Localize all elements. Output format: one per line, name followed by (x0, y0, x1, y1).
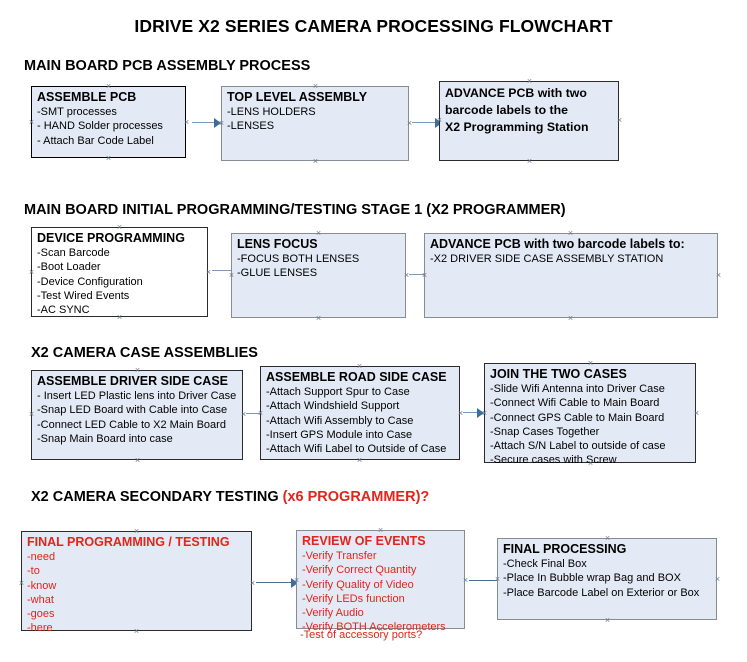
node-title: FINAL PROGRAMMING / TESTING (27, 535, 230, 549)
node-line: -goes (27, 608, 55, 621)
node-line: -Place In Bubble wrap Bag and BOX (503, 572, 681, 585)
node-line: - Attach Bar Code Label (37, 134, 154, 147)
node-line: -FOCUS BOTH LENSES (237, 253, 360, 265)
node-line: -LENSES (227, 120, 275, 133)
node-device-programming[interactable]: DEVICE PROGRAMMING -Scan Barcode -Boot L… (31, 227, 208, 317)
node-line: -to (27, 565, 40, 578)
node-title: ADVANCE PCB with two barcode labels to: (430, 237, 685, 251)
node-line: -Insert GPS Module into Case (266, 428, 413, 441)
node-title: TOP LEVEL ASSEMBLY (227, 90, 368, 104)
node-line: -Snap LED Board with Cable into Case (37, 404, 228, 417)
arrow-1-1 (192, 118, 221, 128)
node-line: -X2 DRIVER SIDE CASE ASSEMBLY STATION (430, 253, 664, 265)
node-overflow-line: -Test of accessory ports? (300, 629, 423, 641)
node-final-processing[interactable]: FINAL PROCESSING -Check Final Box -Place… (497, 538, 717, 620)
node-line: -Device Configuration (37, 275, 143, 288)
node-line: -Verify Audio (302, 607, 364, 620)
node-line: -Attach S/N Label to outside of case (490, 440, 666, 453)
node-line: -Test Wired Events (37, 289, 130, 302)
node-assemble-pcb[interactable]: ASSEMBLE PCB -SMT processes - HAND Solde… (31, 86, 186, 158)
node-assemble-driver-side-case[interactable]: ASSEMBLE DRIVER SIDE CASE - Insert LED P… (31, 370, 243, 460)
node-line: -need (27, 551, 56, 563)
node-assemble-road-side-case[interactable]: ASSEMBLE ROAD SIDE CASE -Attach Support … (260, 366, 460, 460)
node-advance-pcb-1[interactable]: ADVANCE PCB with two barcode labels to t… (439, 81, 619, 161)
node-line: -Verify Correct Quantity (302, 564, 417, 577)
node-line: -Place Barcode Label on Exterior or Box (503, 586, 700, 599)
node-advance-pcb-2[interactable]: ADVANCE PCB with two barcode labels to: … (424, 233, 718, 318)
node-line: -Connect Wifi Cable to Main Board (490, 397, 660, 410)
node-review-of-events[interactable]: REVIEW OF EVENTS -Verify Transfer -Verif… (296, 530, 465, 633)
section-heading-4-text: X2 CAMERA SECONDARY TESTING (31, 489, 283, 505)
node-line: -know (27, 579, 57, 592)
node-line: -Connect LED Cable to X2 Main Board (37, 418, 226, 431)
node-line: -Verify BOTH Accelerometers (302, 621, 446, 634)
node-line: -LENS HOLDERS (227, 106, 316, 118)
page-title: IDRIVE X2 SERIES CAMERA PROCESSING FLOWC… (134, 16, 613, 36)
node-join-the-two-cases[interactable]: JOIN THE TWO CASES -Slide Wifi Antenna i… (484, 363, 696, 466)
section-heading-3: X2 CAMERA CASE ASSEMBLIES (31, 345, 258, 361)
node-line: -Snap Cases Together (490, 425, 600, 438)
node-line: barcode labels to the (445, 103, 568, 117)
node-line: -Boot Loader (37, 261, 101, 274)
section-heading-4-red-text: (x6 PROGRAMMER)? (282, 489, 430, 505)
section-heading-3-text: X2 CAMERA CASE ASSEMBLIES (31, 345, 258, 361)
section-heading-1-text: MAIN BOARD PCB ASSEMBLY PROCESS (24, 58, 311, 74)
node-line: ADVANCE PCB with two (445, 86, 587, 100)
node-line: -GLUE LENSES (237, 267, 318, 280)
node-line: -Snap Main Board into case (37, 432, 173, 445)
node-line: -Verify Quality of Video (302, 578, 414, 591)
node-line: -Attach Wifi Label to Outside of Case (266, 443, 447, 456)
node-title: REVIEW OF EVENTS (302, 534, 426, 548)
node-title: LENS FOCUS (237, 237, 318, 251)
node-title: FINAL PROCESSING (503, 542, 627, 556)
arrow-4-1 (256, 578, 298, 588)
node-line: -Slide Wifi Antenna into Driver Case (490, 383, 665, 395)
arrow-3-2 (463, 408, 484, 418)
node-line: -Connect GPS Cable to Main Board (490, 411, 665, 424)
node-title: DEVICE PROGRAMMING (37, 231, 185, 245)
node-line: -Secure cases with Screw (490, 454, 617, 467)
node-line: -Attach Support Spur to Case (266, 386, 410, 398)
node-lens-focus[interactable]: LENS FOCUS -FOCUS BOTH LENSES -GLUE LENS… (231, 233, 406, 318)
section-heading-2-text: MAIN BOARD INITIAL PROGRAMMING/TESTING S… (24, 202, 566, 218)
section-heading-1: MAIN BOARD PCB ASSEMBLY PROCESS (24, 58, 310, 74)
section-heading-4: X2 CAMERA SECONDARY TESTING (x6 PROGRAMM… (31, 489, 429, 505)
node-line: -SMT processes (37, 106, 117, 118)
node-top-level-assembly[interactable]: TOP LEVEL ASSEMBLY -LENS HOLDERS -LENSES (221, 86, 409, 161)
node-title: ASSEMBLE DRIVER SIDE CASE (37, 374, 229, 388)
node-title: ASSEMBLE ROAD SIDE CASE (266, 370, 447, 384)
node-final-programming-testing[interactable]: FINAL PROGRAMMING / TESTING -need -to -k… (21, 531, 252, 634)
node-title: ASSEMBLE PCB (37, 90, 137, 104)
node-line: - HAND Solder processes (37, 120, 163, 133)
node-line: -here (27, 622, 53, 635)
node-line: -Attach Wifi Assembly to Case (266, 414, 414, 427)
section-heading-2: MAIN BOARD INITIAL PROGRAMMING/TESTING S… (24, 202, 566, 218)
node-line: -what (27, 593, 54, 606)
node-line: -Attach Windshield Support (266, 400, 400, 413)
node-line: X2 Programming Station (445, 120, 589, 134)
node-line: -Scan Barcode (37, 247, 110, 259)
node-title: JOIN THE TWO CASES (490, 367, 627, 381)
node-line: - Insert LED Plastic lens into Driver Ca… (37, 390, 237, 402)
node-line: -Check Final Box (503, 558, 587, 570)
arrow-1-2 (412, 118, 442, 128)
node-line: -Verify Transfer (302, 550, 377, 562)
node-line: -AC SYNC (37, 304, 90, 317)
node-line: -Verify LEDs function (302, 592, 405, 605)
